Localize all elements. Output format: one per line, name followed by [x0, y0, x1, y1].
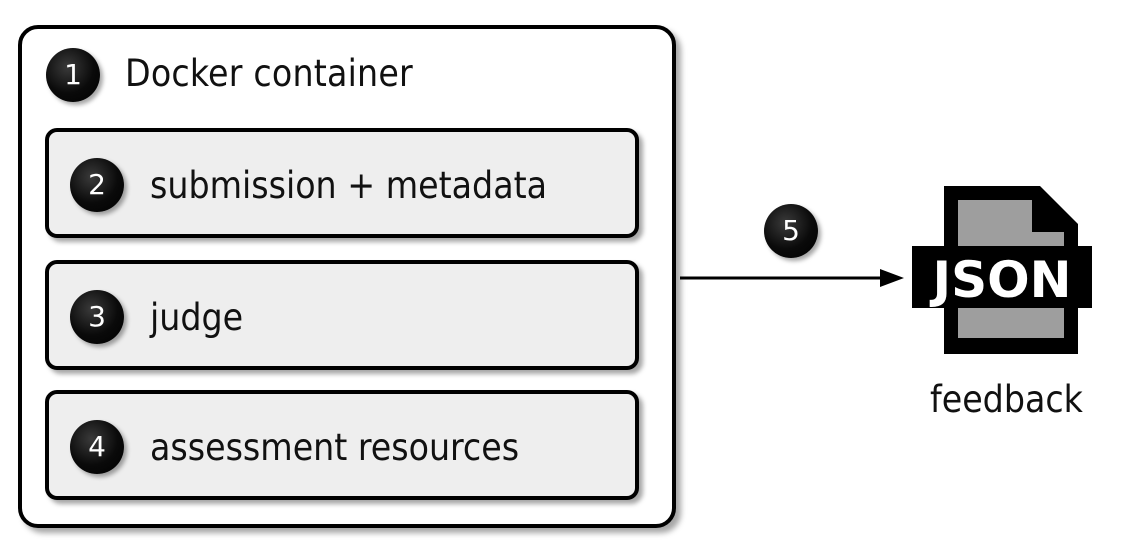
docker-container-title: Docker container — [125, 52, 413, 95]
submission-label: submission + metadata — [150, 164, 548, 207]
resources-label: assessment resources — [150, 426, 520, 469]
step-badge-1: 1 — [46, 48, 100, 102]
step-badge-3: 3 — [70, 290, 124, 344]
submission-box — [45, 128, 639, 238]
json-icon-text: JSON — [930, 251, 1072, 309]
judge-box — [45, 260, 639, 370]
json-file-icon: JSON — [912, 186, 1092, 354]
feedback-label: feedback — [930, 378, 1083, 421]
resources-box — [45, 390, 639, 500]
step-badge-2: 2 — [70, 158, 124, 212]
step-badge-4: 4 — [70, 420, 124, 474]
judge-label: judge — [150, 296, 244, 339]
step-badge-5: 5 — [764, 204, 818, 258]
